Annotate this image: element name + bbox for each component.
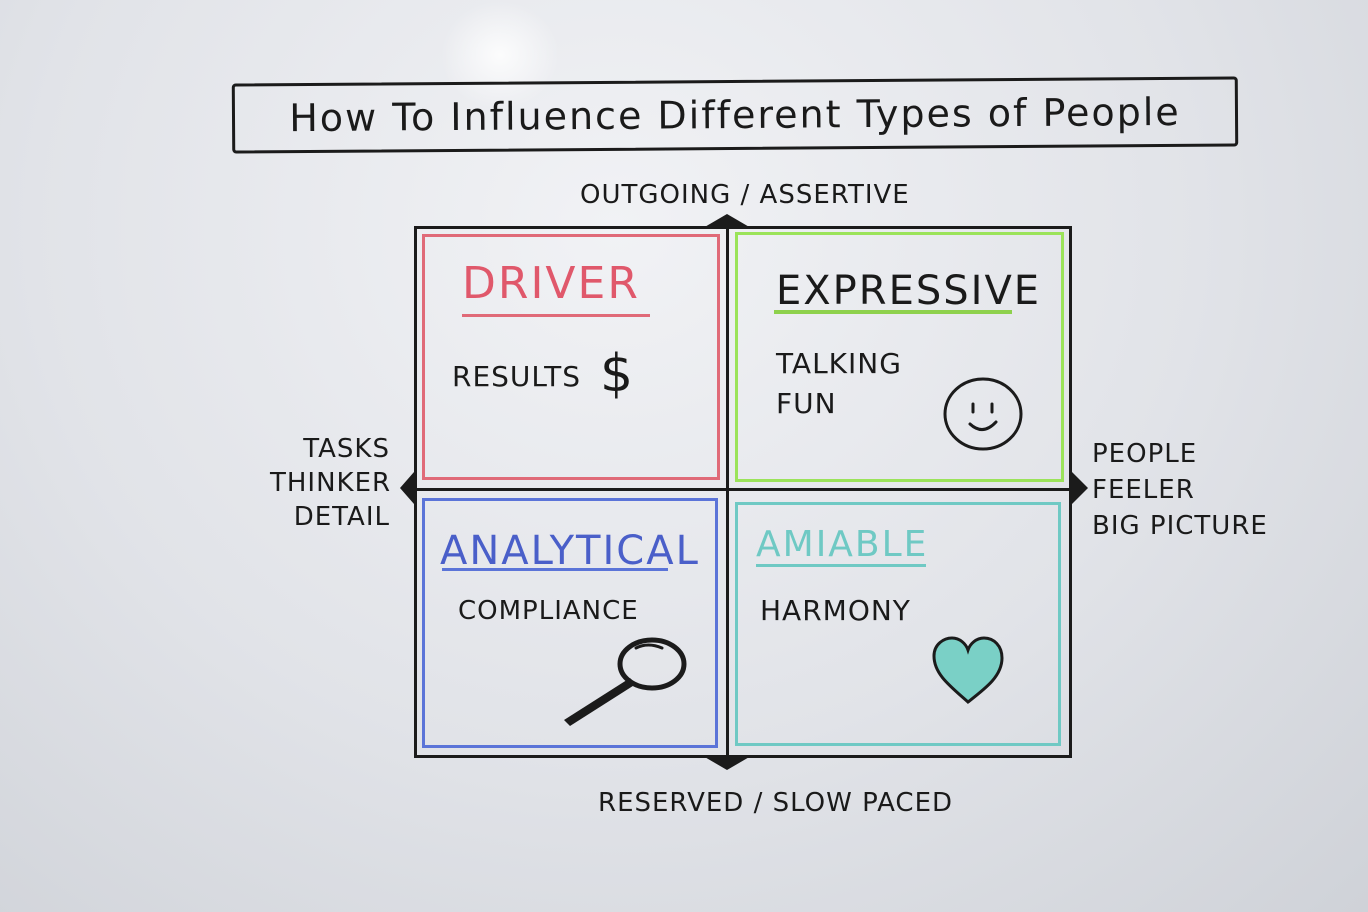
- magnifier-icon: [564, 637, 687, 726]
- smiley-icon: [943, 377, 1023, 451]
- arrow-up-icon: [703, 214, 751, 228]
- quadrant-amiable-underline: [756, 564, 926, 567]
- quadrant-amiable-text: HARMONY: [760, 594, 911, 627]
- quadrant-expressive-line: TALKING: [776, 347, 902, 380]
- quadrant-analytical-title: ANALYTICAL: [440, 528, 700, 574]
- axis-top-label: OUTGOING / ASSERTIVE: [580, 180, 910, 210]
- quadrant-driver: [422, 234, 720, 480]
- axis-left-label: TASKS THINKER DETAIL: [270, 432, 390, 534]
- quadrant-expressive-line: FUN: [776, 387, 837, 420]
- quadrant-expressive: [735, 232, 1064, 482]
- axis-right-label: PEOPLE FEELER BIG PICTURE: [1092, 436, 1268, 544]
- vertical-axis-line: [726, 226, 729, 758]
- arrow-down-icon: [703, 756, 751, 770]
- light-glare: [440, 0, 560, 110]
- axis-bottom-label: RESERVED / SLOW PACED: [598, 788, 954, 818]
- axis-right-line: BIG PICTURE: [1092, 511, 1268, 541]
- horizontal-axis-line: [414, 488, 1072, 491]
- quadrant-driver-text: RESULTS: [452, 360, 582, 393]
- page-title: How To Influence Different Types of Peop…: [289, 89, 1181, 141]
- quadrant-analytical: [422, 498, 718, 748]
- quadrant-driver-title: DRIVER: [462, 258, 640, 309]
- quadrant-analytical-underline: [442, 568, 668, 571]
- quadrant-amiable-title: AMIABLE: [756, 524, 929, 565]
- quadrant-analytical-text: COMPLIANCE: [458, 596, 639, 626]
- arrow-right-icon: [1072, 472, 1088, 504]
- quadrant-amiable: [735, 502, 1061, 746]
- quadrant-expressive-text: TALKING FUN: [776, 344, 902, 424]
- axis-left-line: THINKER: [270, 468, 392, 498]
- axis-left-line: DETAIL: [293, 502, 390, 532]
- quadrant-expressive-underline: [774, 310, 1012, 314]
- axis-right-line: FEELER: [1092, 475, 1195, 505]
- dollar-icon: $: [600, 344, 634, 404]
- quadrant-expressive-title: EXPRESSIVE: [776, 268, 1042, 314]
- axis-right-line: PEOPLE: [1092, 439, 1198, 469]
- arrow-left-icon: [400, 472, 414, 504]
- axis-left-line: TASKS: [303, 434, 390, 464]
- quadrant-driver-underline: [462, 314, 650, 317]
- heart-icon: [932, 636, 1004, 704]
- title-box: How To Influence Different Types of Peop…: [231, 76, 1239, 154]
